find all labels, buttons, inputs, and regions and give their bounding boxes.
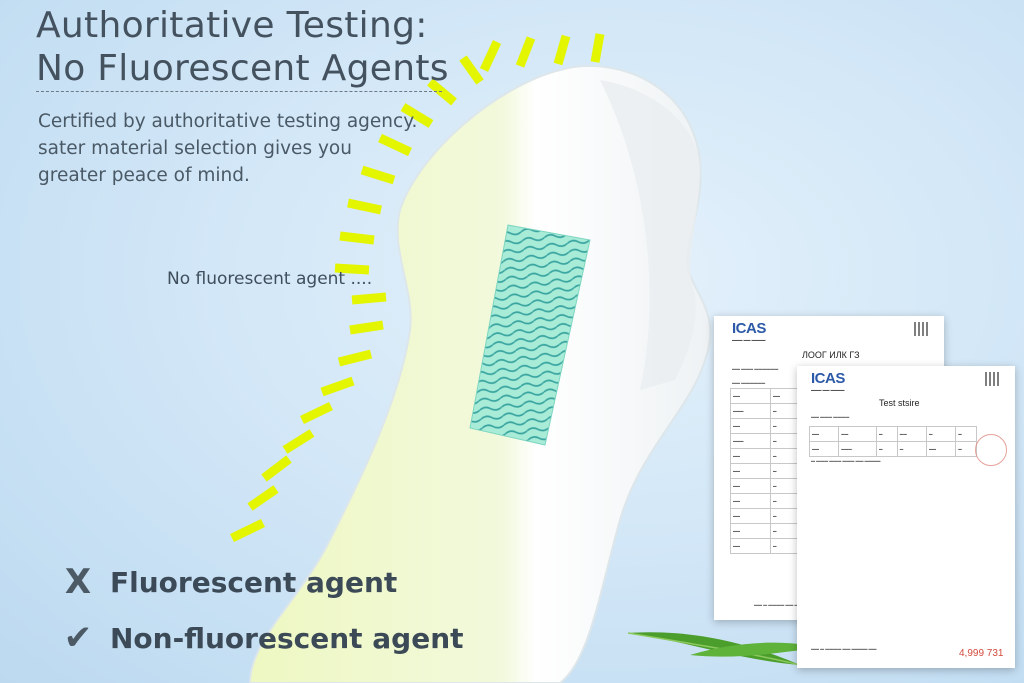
report-meta: ▬▬ ▬▬▬▬▬▬ <box>732 380 766 385</box>
report-logo: ICAS <box>732 320 766 337</box>
x-mark-icon: X <box>64 562 92 602</box>
report-heading: Test stsire <box>879 398 920 408</box>
subtitle-line-1: Certified by authoritative testing agenc… <box>38 111 418 132</box>
page-title: Authoritative Testing: No Fluorescent Ag… <box>36 4 449 90</box>
stamp-icon <box>975 434 1007 466</box>
legend-fluorescent: X Fluorescent agent <box>60 562 397 602</box>
qr-code-icon <box>985 372 999 386</box>
report-logo: ICAS <box>811 370 845 387</box>
report-heading: ЛООГ ИЛК ГЗ <box>802 350 860 360</box>
highlight-rays <box>230 33 605 543</box>
report-table: ▬▬▬▬▬▬▬▬▬▬▬ ▬▬▬▬▬▬▬▬▬▬ ▬▬▬▬▬▬▬▬▬ ▬▬▬▬▬▬ <box>729 388 802 554</box>
report-meta: ▬▬ ▬▬▬ ▬▬▬▬ <box>811 414 850 419</box>
report-code: 4,999 731 <box>959 648 1004 659</box>
callout-label: No fluorescent agent .... <box>167 269 373 289</box>
report-footer: ▬▬ ▬ ▬▬▬▬ ▬▬ ▬▬▬▬ <box>754 602 811 607</box>
report-footer: ▬▬ ▬ ▬▬▬▬ ▬▬ ▬▬▬▬ ▬▬ <box>811 646 877 651</box>
legend-non-fluorescent-label: Non-fluorescent agent <box>110 621 464 655</box>
qr-code-icon <box>914 322 928 336</box>
absorbent-core <box>469 224 591 446</box>
title-line-1: Authoritative Testing: <box>36 5 428 46</box>
report-meta: ▬▬ ▬▬▬ ▬▬▬▬▬▬ <box>732 366 779 371</box>
logo-caption: ▬▬▬ ▬▬ ▬▬▬▬ <box>811 388 845 392</box>
report-table: ▬▬▬▬▬▬▬▬▬ ▬▬▬▬▬▬▬▬▬▬ <box>808 426 977 457</box>
test-report-front: ICAS ▬▬▬ ▬▬ ▬▬▬▬ Test stsire ▬▬ ▬▬▬ ▬▬▬▬… <box>797 366 1015 668</box>
logo-caption: ▬▬▬ ▬▬ ▬▬▬▬ <box>732 338 766 342</box>
subtitle: Certified by authoritative testing agenc… <box>38 108 417 189</box>
title-line-2: No Fluorescent Agents <box>36 48 449 89</box>
check-mark-icon: ✔ <box>63 618 93 658</box>
legend-non-fluorescent: ✔ Non-fluorescent agent <box>60 618 464 658</box>
subtitle-line-3: greater peace of mind. <box>38 165 250 186</box>
title-divider <box>36 91 442 92</box>
report-note: ▬ ▬▬▬ ▬▬▬ ▬▬▬ ▬▬ ▬▬▬▬ <box>811 458 881 463</box>
legend-fluorescent-label: Fluorescent agent <box>110 565 398 599</box>
subtitle-line-2: sater material selection gives you <box>38 138 352 159</box>
